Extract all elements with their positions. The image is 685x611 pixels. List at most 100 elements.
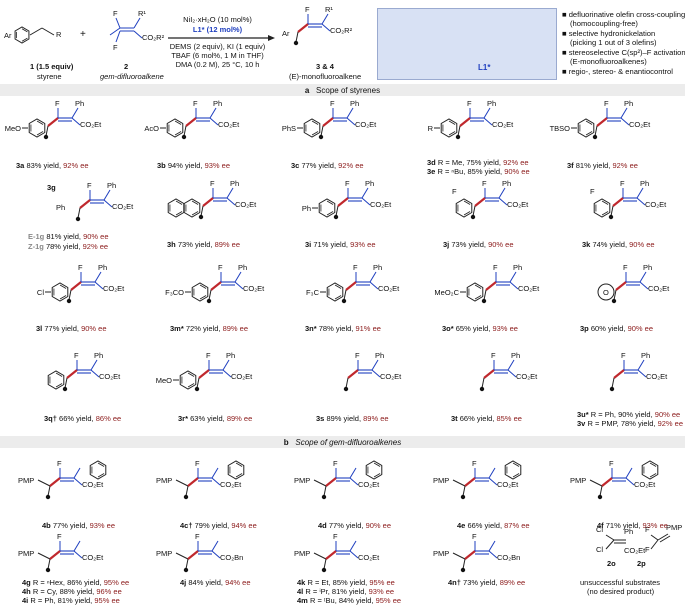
fluorine-label: F	[113, 9, 118, 18]
new-c-c-bond	[601, 477, 613, 487]
substituent-label: MeO	[156, 376, 172, 385]
ester-label: CO₂Et	[370, 200, 392, 209]
ring-double-bond	[448, 120, 456, 125]
bond	[462, 485, 466, 497]
bond	[37, 479, 51, 487]
caption-3v: 3v R = PMP, 78% yield, 92% ee	[577, 419, 683, 428]
substituent-label: AcO	[144, 124, 159, 133]
ester-label: CO₂Et	[492, 120, 514, 129]
methyl-dot	[45, 567, 51, 573]
ring-double-bond	[326, 211, 334, 216]
ester-label: CO₂Et	[624, 546, 646, 555]
aryl-ring	[504, 460, 522, 480]
caption-4i: 4i R = Ph, 81% yield, 95% ee	[22, 596, 120, 605]
bond	[481, 377, 485, 389]
bond	[620, 117, 630, 126]
ester-label: CO₂R²	[142, 33, 165, 42]
ester-label: CO₂R²	[330, 26, 353, 35]
aryl-ring	[47, 370, 65, 390]
ester-label: CO₂Bn	[497, 553, 520, 562]
aryl-label: Ar	[4, 31, 12, 40]
methyl-dot	[206, 298, 212, 304]
ring-double-bond	[512, 462, 520, 467]
fluorine-label: F	[482, 179, 487, 188]
ligand-label: L1*	[478, 63, 491, 72]
bond	[47, 558, 51, 570]
methyl-dot	[183, 494, 189, 500]
ester-label: CO₂Et	[82, 480, 104, 489]
caption-3q: 3q† 66% yield, 86% ee	[44, 414, 122, 423]
new-c-c-bond	[596, 117, 608, 127]
methyl-dot	[455, 134, 461, 140]
methyl-dot	[460, 494, 466, 500]
fluorine-label: F	[206, 351, 211, 360]
pmp-label: PMP	[666, 523, 682, 532]
ring-double-bond	[187, 383, 195, 388]
fluorine-label: F	[210, 179, 215, 188]
bond	[71, 107, 79, 119]
feature-2: ■ selective hydronickelation	[562, 29, 656, 38]
bond	[349, 540, 357, 552]
ring-double-bond	[21, 37, 28, 42]
ester-label: CO₂Et	[380, 372, 402, 381]
new-c-c-bond	[347, 369, 359, 379]
new-c-c-bond	[187, 550, 199, 560]
bond	[211, 540, 219, 552]
naphthyl-ring	[167, 198, 185, 218]
bond	[68, 289, 72, 301]
bond	[594, 125, 598, 137]
caption-3n: 3n* 78% yield, 91% ee	[305, 324, 381, 333]
bond	[222, 359, 230, 371]
bond	[472, 205, 476, 217]
methyl-dot	[75, 216, 81, 222]
fluorine-label: F	[218, 263, 223, 272]
new-c-c-bond	[325, 477, 337, 487]
methyl-dot	[609, 386, 615, 392]
ester-label: CO₂Et	[629, 120, 651, 129]
new-c-c-bond	[187, 477, 199, 487]
methyl-dot	[343, 386, 349, 392]
ester-label: CO₂Et	[82, 553, 104, 562]
aryl-ring	[303, 118, 321, 138]
bond	[452, 479, 466, 487]
bond	[488, 477, 498, 486]
condition-line-2: L1* (12 mol%)	[192, 25, 243, 34]
section-b-title: b Scope of gem-difluoroalkenes	[283, 438, 402, 447]
substituent-label: MeO	[5, 124, 21, 133]
bond	[321, 13, 329, 25]
bond	[639, 271, 647, 283]
feature-3b: (E-monofluoroalkenes)	[570, 57, 647, 66]
caption-Z-1g: Z-1g 78% yield, 92% ee	[28, 242, 109, 251]
aryl-ring	[466, 282, 484, 302]
ring-double-bond	[474, 284, 482, 289]
fluorine-label: F	[353, 263, 358, 272]
ester-label: CO₂Et	[231, 372, 253, 381]
bond	[637, 369, 647, 378]
bond	[507, 359, 515, 371]
ring-double-bond	[474, 295, 482, 300]
substituent-label: Ph	[230, 179, 239, 188]
substituent-label: MeO₂C	[434, 288, 459, 297]
substituent-label: Ph	[641, 351, 650, 360]
aryl-ring	[179, 370, 197, 390]
substituent-label: Ph	[365, 179, 374, 188]
caption-3i: 3i 71% yield, 93% ee	[305, 240, 376, 249]
bond	[234, 271, 242, 283]
ester-label: CO₂Et	[518, 284, 540, 293]
ester-label: CO₂Et	[355, 120, 377, 129]
bond	[457, 125, 461, 137]
ester-label: CO₂Et	[358, 480, 380, 489]
fluorine-label: F	[472, 459, 477, 468]
substituent-label: Ph	[375, 351, 384, 360]
bond	[659, 535, 671, 543]
caption-4d: 4d 77% yield, 90% ee	[318, 521, 391, 530]
ring-double-bond	[55, 383, 63, 388]
ester-label: CO₂Et	[516, 372, 538, 381]
bond	[133, 17, 141, 29]
caption-3c: 3c 77% yield, 92% ee	[291, 161, 364, 170]
product-label: 3 & 4	[316, 62, 334, 71]
substituent-label: TBSO	[550, 124, 571, 133]
caption-3r: 3r* 63% yield, 89% ee	[178, 414, 253, 423]
bond	[639, 281, 649, 290]
